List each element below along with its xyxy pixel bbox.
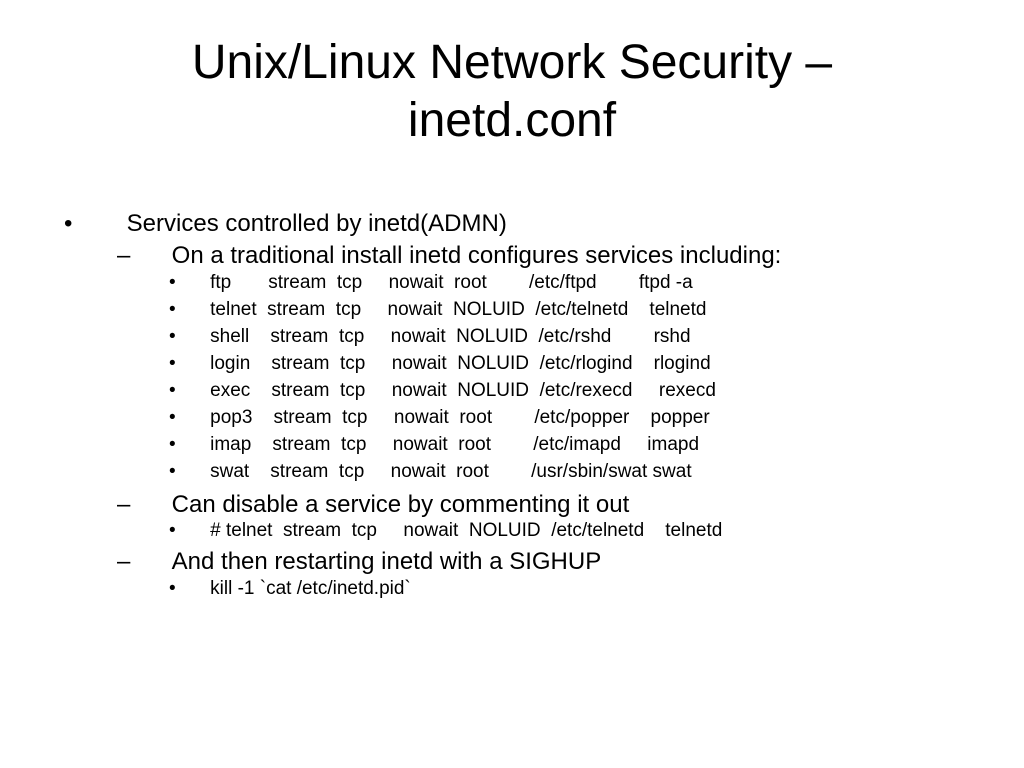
service-text: shell stream tcp nowait NOLUID /etc/rshd… xyxy=(210,326,691,347)
sub-bullet-text: On a traditional install inetd configure… xyxy=(171,242,782,269)
kill-command-text: kill -1 `cat /etc/inetd.pid` xyxy=(210,578,411,599)
service-text: exec stream tcp nowait NOLUID /etc/rexec… xyxy=(210,380,716,401)
dash-mark: – xyxy=(117,548,131,575)
bullet-services-controlled: • Services controlled by inetd(ADMN) xyxy=(64,182,507,266)
commented-text: # telnet stream tcp nowait NOLUID /etc/t… xyxy=(210,520,723,541)
bullet-mark: • xyxy=(169,353,176,374)
slide-title: Unix/Linux Network Security – inetd.conf xyxy=(60,34,964,150)
service-text: login stream tcp nowait NOLUID /etc/rlog… xyxy=(210,353,711,374)
slide-title-line-2: inetd.conf xyxy=(407,94,617,147)
service-line-ftp: • ftp stream tcp nowait root /etc/ftpd ft… xyxy=(169,247,693,319)
slide-title-line-1: Unix/Linux Network Security – xyxy=(191,36,833,89)
dash-mark: – xyxy=(117,491,131,518)
bullet-mark: • xyxy=(169,578,176,599)
bullet-mark: • xyxy=(169,407,176,428)
service-line-telnet: • telnet stream tcp nowait NOLUID /etc/te… xyxy=(169,274,707,346)
bullet-mark: • xyxy=(169,434,176,455)
service-line-exec: • exec stream tcp nowait NOLUID /etc/rexe… xyxy=(169,355,716,427)
kill-command-line: • kill -1 `cat /etc/inetd.pid` xyxy=(169,553,411,625)
sub-bullet-traditional-install: – On a traditional install inetd configur… xyxy=(117,214,782,298)
service-line-imap: • imap stream tcp nowait root /etc/imapd … xyxy=(169,409,700,481)
bullet-mark: • xyxy=(64,210,73,237)
service-line-login: • login stream tcp nowait NOLUID /etc/rlo… xyxy=(169,328,711,400)
bullet-mark: • xyxy=(169,520,176,541)
bullet-mark: • xyxy=(169,380,176,401)
service-line-shell: • shell stream tcp nowait NOLUID /etc/rsh… xyxy=(169,301,691,373)
service-line-pop3: • pop3 stream tcp nowait root /etc/popper… xyxy=(169,382,710,454)
bullet-mark: • xyxy=(169,299,176,320)
bullet-mark: • xyxy=(169,326,176,347)
bullet-text: Services controlled by inetd(ADMN) xyxy=(126,210,507,237)
service-text: ftp stream tcp nowait root /etc/ftpd ftp… xyxy=(210,272,693,293)
service-text: telnet stream tcp nowait NOLUID /etc/tel… xyxy=(210,299,707,320)
bullet-mark: • xyxy=(169,461,176,482)
service-text: imap stream tcp nowait root /etc/imapd i… xyxy=(210,434,700,455)
sub-bullet-text: Can disable a service by commenting it o… xyxy=(171,491,630,518)
service-text: swat stream tcp nowait root /usr/sbin/sw… xyxy=(210,461,692,482)
sub-bullet-restart-inetd: – And then restarting inetd with a SIGHUP xyxy=(117,520,602,604)
sub-bullet-text: And then restarting inetd with a SIGHUP xyxy=(171,548,602,575)
commented-telnet-line: • # telnet stream tcp nowait NOLUID /etc/… xyxy=(169,495,723,567)
service-line-swat: • swat stream tcp nowait root /usr/sbin/s… xyxy=(169,436,692,508)
sub-bullet-disable-service: – Can disable a service by commenting it … xyxy=(117,463,630,547)
service-text: pop3 stream tcp nowait root /etc/popper … xyxy=(210,407,710,428)
dash-mark: – xyxy=(117,242,131,269)
bullet-mark: • xyxy=(169,272,176,293)
